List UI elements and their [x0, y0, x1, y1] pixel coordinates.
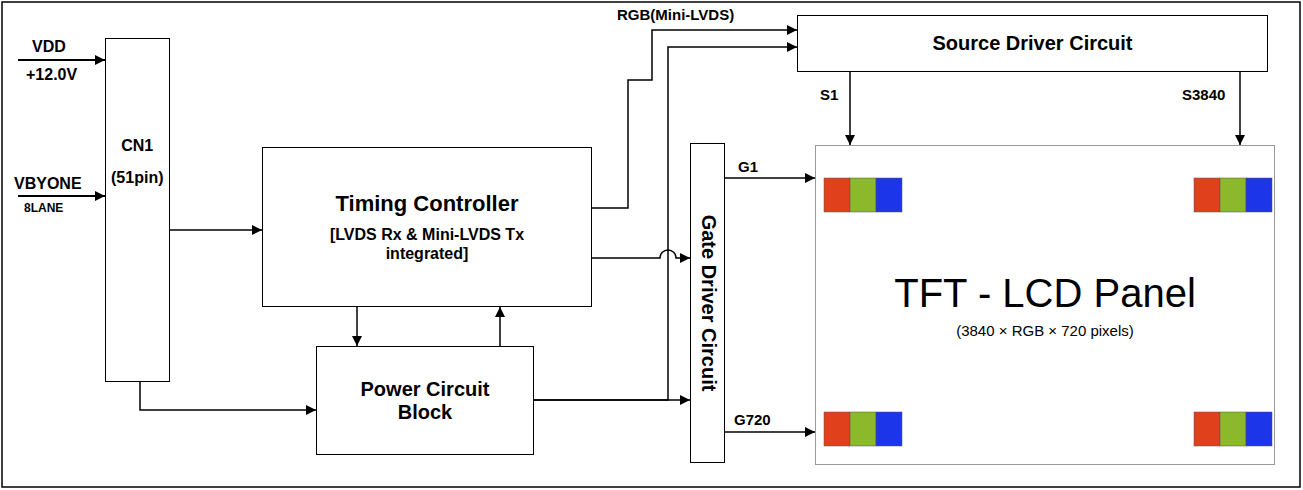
signal-connector — [725, 177, 815, 179]
input-signal-label: VBYONE — [12, 175, 84, 193]
input-signal-label: 8LANE — [22, 202, 65, 216]
signal-connector — [849, 72, 851, 145]
input-signal-label: VDD — [30, 38, 68, 56]
input-signal-label: +12.0V — [24, 66, 79, 84]
signal-label: S1 — [818, 86, 840, 103]
signal-connector — [140, 382, 316, 410]
signal-connector — [170, 229, 262, 231]
box-text: CN1 — [121, 137, 153, 155]
pixel-cluster — [1194, 178, 1272, 212]
signal-label: G720 — [732, 411, 773, 428]
signal-connector — [534, 399, 690, 401]
timing-controller-box: Timing Controller [LVDS Rx & Mini-LVDS Tx… — [262, 147, 592, 307]
lcd-panel-box: TFT - LCD Panel (3840 × RGB × 720 pixels) — [815, 145, 1275, 465]
box-text: Timing Controller — [336, 191, 519, 216]
signal-connector — [499, 307, 501, 346]
input-arrow — [18, 59, 105, 61]
signal-connector — [356, 307, 358, 346]
pixel-cluster — [824, 178, 902, 212]
signal-label: S3840 — [1180, 86, 1227, 103]
gate-driver-box: Gate Driver Circuit — [690, 143, 725, 463]
box-text: (3840 × RGB × 720 pixels) — [956, 322, 1134, 339]
box-text: [LVDS Rx & Mini-LVDS Tx integrated] — [312, 226, 542, 263]
box-text: Gate Driver Circuit — [696, 215, 719, 392]
signal-label: RGB(Mini-LVDS) — [615, 6, 736, 23]
power-block-box: Power Circuit Block — [316, 346, 534, 455]
box-text: Source Driver Circuit — [932, 32, 1132, 55]
box-text: (51pin) — [111, 169, 163, 187]
input-arrow — [18, 195, 105, 197]
pixel-cluster — [824, 412, 902, 446]
box-text: Power Circuit Block — [350, 378, 500, 424]
signal-connector — [592, 250, 690, 258]
source-driver-box: Source Driver Circuit — [797, 15, 1268, 72]
box-text: TFT - LCD Panel — [894, 270, 1196, 316]
connector-box: CN1 (51pin) — [105, 38, 170, 382]
pixel-cluster — [1194, 412, 1272, 446]
signal-label: G1 — [736, 158, 760, 175]
signal-connector — [725, 431, 815, 433]
signal-connector — [1239, 72, 1241, 145]
